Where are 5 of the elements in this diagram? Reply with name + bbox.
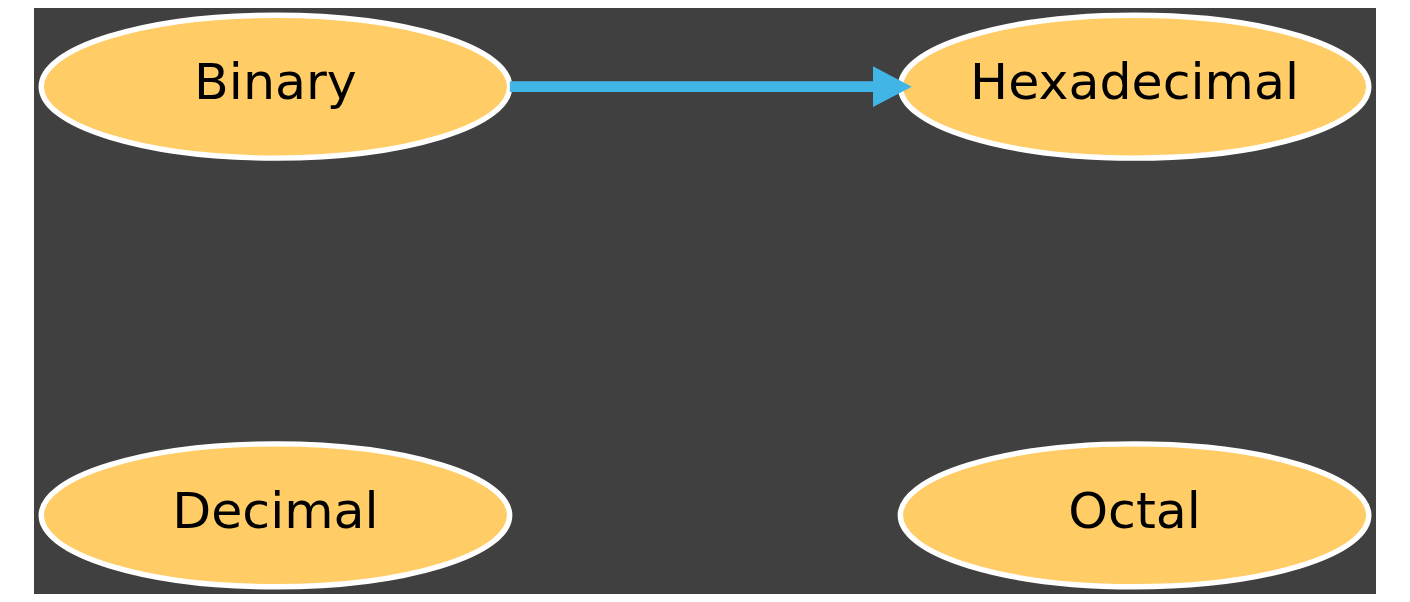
node-ellipse: Hexadecimal	[897, 12, 1372, 161]
node-ellipse: Decimal	[38, 441, 513, 590]
node-ellipse: Octal	[897, 441, 1372, 590]
node-ellipse: Binary	[38, 12, 513, 161]
arrow	[509, 66, 912, 108]
